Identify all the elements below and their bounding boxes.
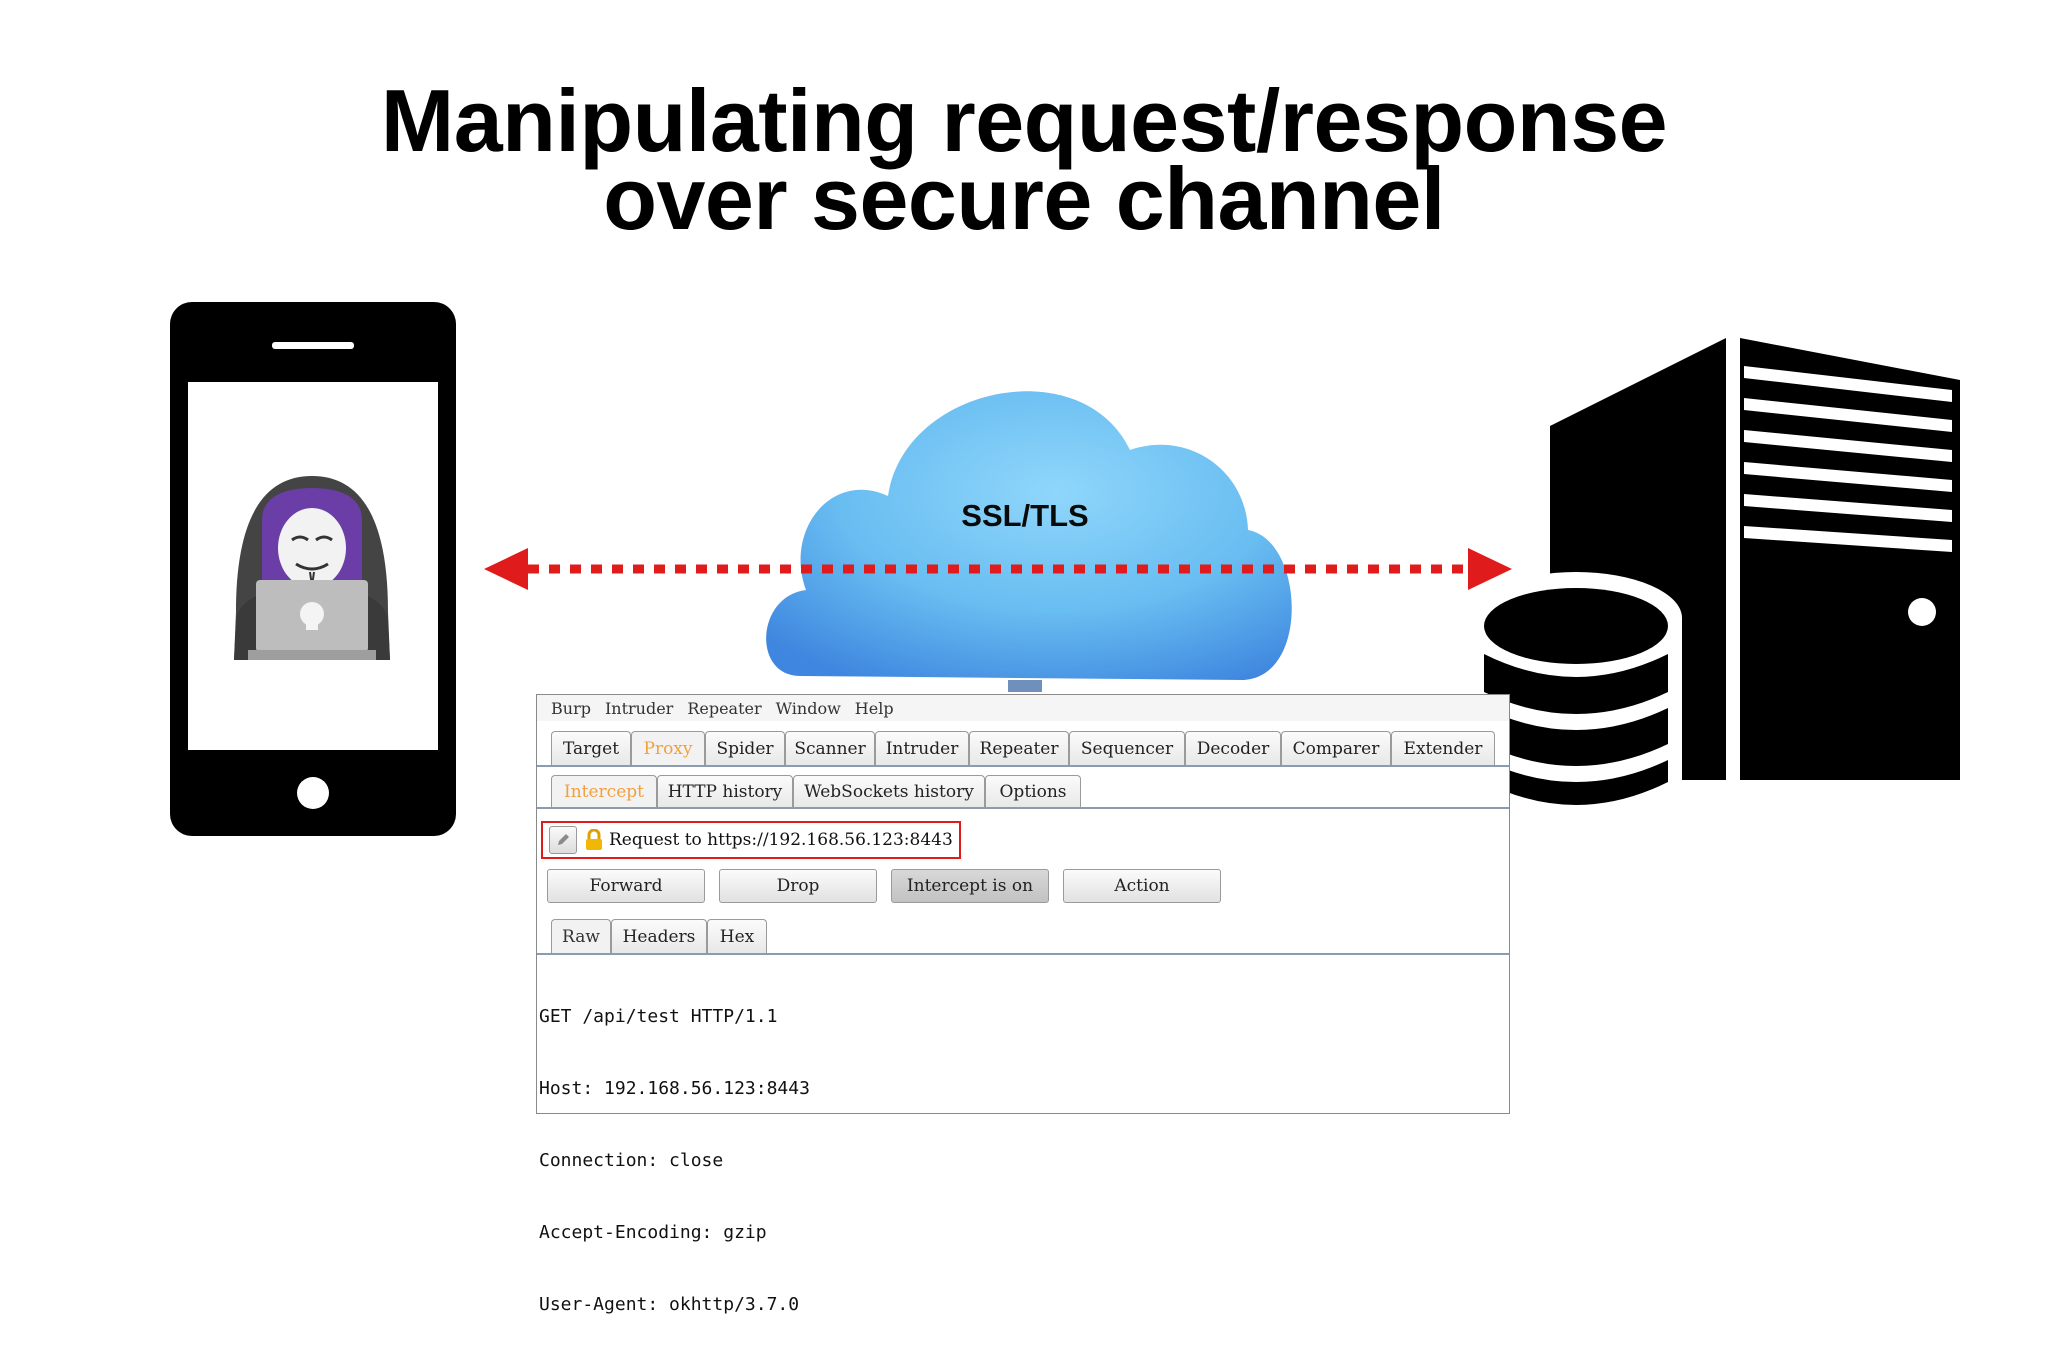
request-target-text: Request to https://192.168.56.123:8443 bbox=[609, 830, 953, 850]
intercept-buttons: Forward Drop Intercept is on Action bbox=[547, 869, 1221, 903]
view-tabs-divider bbox=[537, 953, 1509, 955]
action-button[interactable]: Action bbox=[1063, 869, 1221, 903]
title-line-1: Manipulating request/response bbox=[380, 71, 1668, 170]
double-arrow-icon bbox=[484, 548, 1512, 590]
cloud-icon bbox=[766, 391, 1292, 692]
drop-button[interactable]: Drop bbox=[719, 869, 877, 903]
tab-scanner[interactable]: Scanner bbox=[785, 731, 875, 765]
main-tabs-divider bbox=[537, 765, 1509, 767]
raw-line: User-Agent: okhttp/3.7.0 bbox=[539, 1294, 800, 1315]
raw-line: GET /api/test HTTP/1.1 bbox=[539, 1006, 778, 1027]
menu-burp[interactable]: Burp bbox=[551, 698, 591, 718]
tab-websockets-history[interactable]: WebSockets history bbox=[793, 775, 985, 807]
tab-intruder[interactable]: Intruder bbox=[875, 731, 969, 765]
proxy-tabs-divider bbox=[537, 807, 1509, 809]
raw-line: Host: 192.168.56.123:8443 bbox=[539, 1078, 810, 1099]
intercept-toggle-button[interactable]: Intercept is on bbox=[891, 869, 1049, 903]
tab-http-history[interactable]: HTTP history bbox=[657, 775, 793, 807]
menu-window[interactable]: Window bbox=[775, 698, 841, 718]
tab-comparer[interactable]: Comparer bbox=[1281, 731, 1391, 765]
menu-bar: Burp Intruder Repeater Window Help bbox=[537, 695, 1509, 721]
tab-target[interactable]: Target bbox=[551, 731, 631, 765]
tab-sequencer[interactable]: Sequencer bbox=[1069, 731, 1185, 765]
forward-button[interactable]: Forward bbox=[547, 869, 705, 903]
pencil-icon[interactable] bbox=[549, 826, 577, 854]
tab-extender[interactable]: Extender bbox=[1391, 731, 1495, 765]
page-title: Manipulating request/response over secur… bbox=[0, 71, 2048, 248]
raw-line: Accept-Encoding: gzip bbox=[539, 1222, 767, 1243]
view-tabs: Raw Headers Hex bbox=[551, 919, 767, 953]
burp-suite-window: Burp Intruder Repeater Window Help Targe… bbox=[536, 694, 1510, 1315]
tab-raw[interactable]: Raw bbox=[551, 919, 611, 953]
tab-options[interactable]: Options bbox=[985, 775, 1081, 807]
ssl-tls-label: SSL/TLS bbox=[961, 498, 1089, 533]
tab-decoder[interactable]: Decoder bbox=[1185, 731, 1281, 765]
raw-line: Connection: close bbox=[539, 1150, 724, 1171]
menu-help[interactable]: Help bbox=[854, 698, 894, 718]
main-tabs: Target Proxy Spider Scanner Intruder Rep… bbox=[551, 731, 1495, 765]
raw-request-body[interactable]: GET /api/test HTTP/1.1 Host: 192.168.56.… bbox=[539, 957, 810, 1365]
request-target-line: Request to https://192.168.56.123:8443 bbox=[541, 821, 961, 859]
hacker-icon bbox=[234, 476, 390, 660]
tab-spider[interactable]: Spider bbox=[705, 731, 785, 765]
proxy-tabs: Intercept HTTP history WebSockets histor… bbox=[551, 775, 1081, 807]
lock-icon bbox=[586, 829, 602, 850]
title-line-2: over secure channel bbox=[603, 149, 1445, 248]
tab-hex[interactable]: Hex bbox=[707, 919, 767, 953]
menu-intruder[interactable]: Intruder bbox=[604, 698, 674, 718]
tab-repeater[interactable]: Repeater bbox=[969, 731, 1069, 765]
tab-proxy[interactable]: Proxy bbox=[631, 731, 705, 765]
menu-repeater[interactable]: Repeater bbox=[687, 698, 762, 718]
tab-intercept[interactable]: Intercept bbox=[551, 775, 657, 807]
tab-headers[interactable]: Headers bbox=[611, 919, 707, 953]
